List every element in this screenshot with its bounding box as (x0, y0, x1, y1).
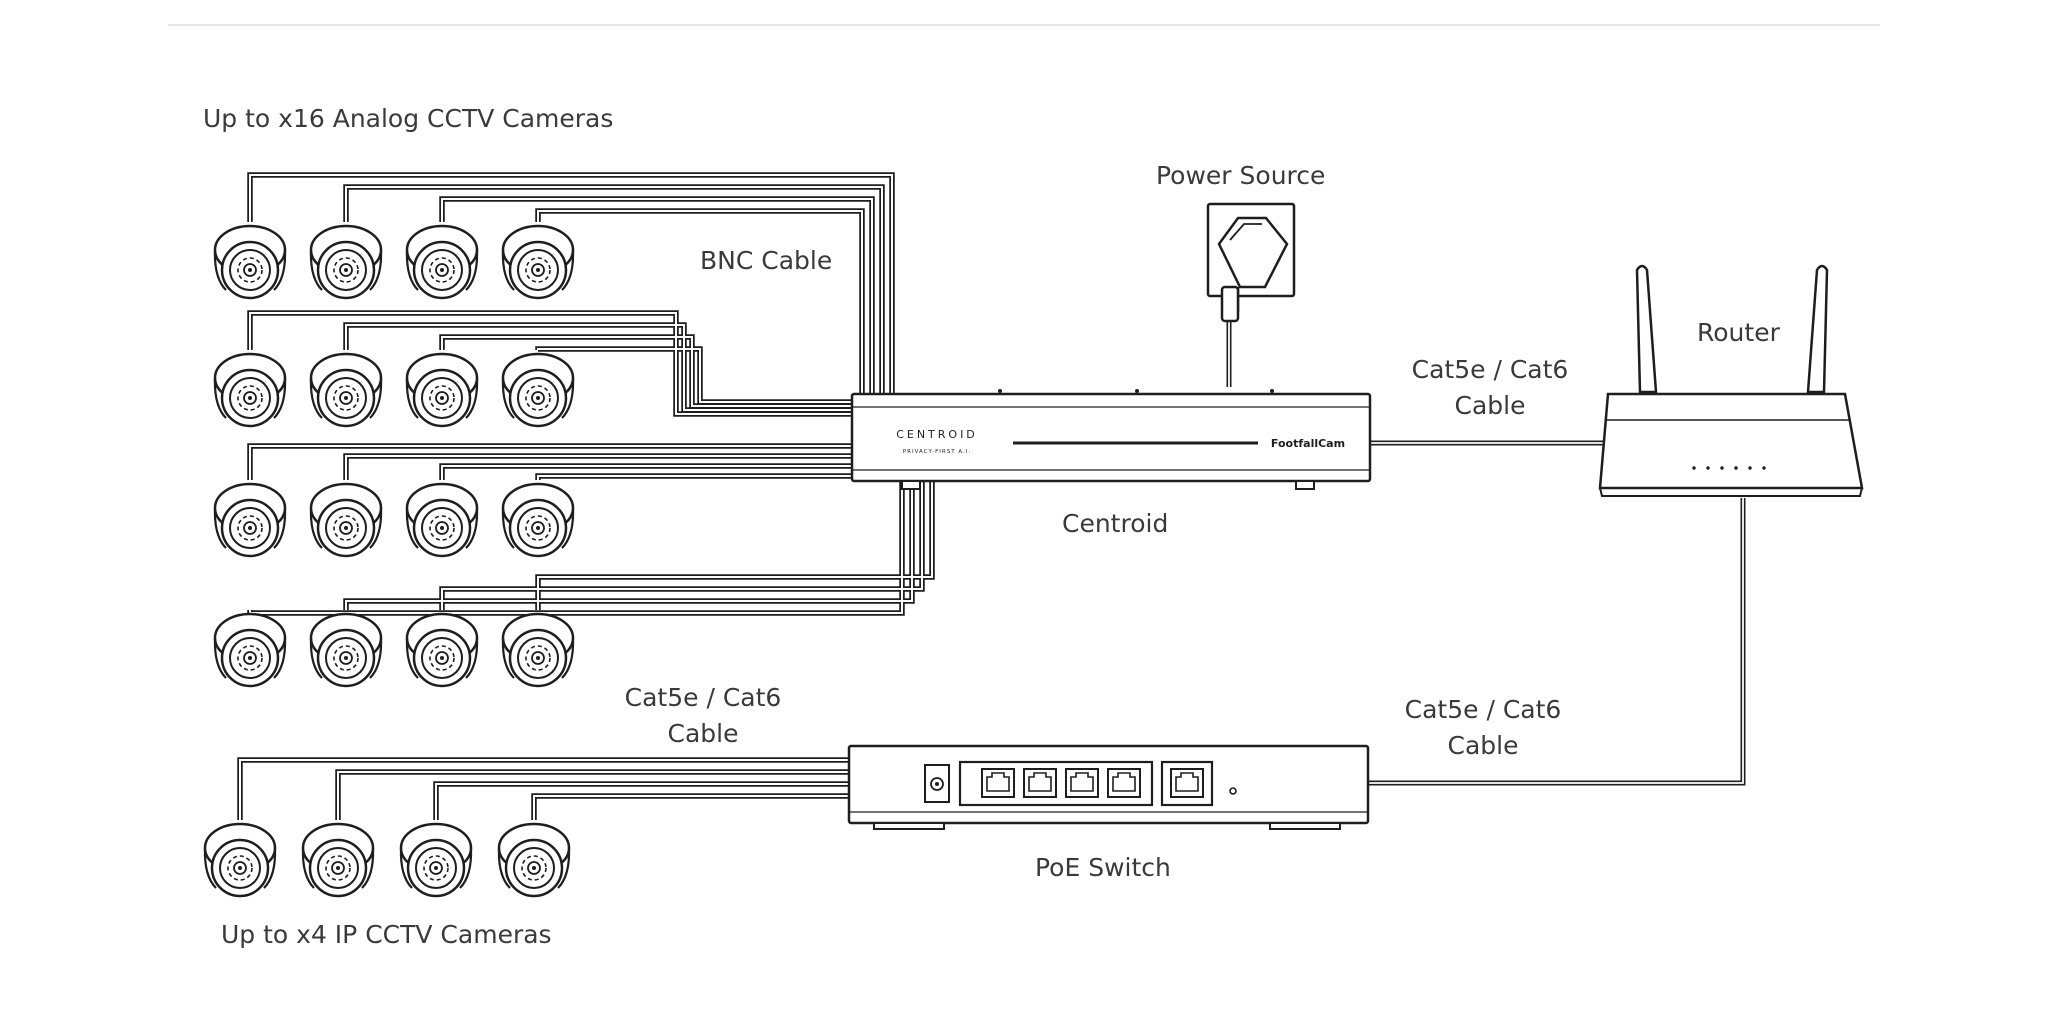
analog-camera (501, 352, 575, 428)
label-cable-top-line2: Cable (1454, 391, 1526, 420)
label-poe-switch: PoE Switch (1035, 853, 1171, 882)
analog-camera (309, 224, 383, 300)
analog-camera (405, 224, 479, 300)
analog-camera (501, 612, 575, 688)
analog-camera (309, 612, 383, 688)
label-cable-right-line2: Cable (1447, 731, 1519, 760)
centroid-tagline: PRIVACY-FIRST A.I. (903, 449, 971, 455)
centroid-brand: FootfallCam (1271, 437, 1345, 450)
centroid-name: CENTROID (896, 428, 978, 441)
analog-camera (501, 224, 575, 300)
uplink-port-icon (1170, 768, 1204, 798)
centroid-device: CENTROID PRIVACY-FIRST A.I. FootfallCam (850, 389, 1372, 490)
analog-camera (309, 482, 383, 558)
ip-camera (497, 822, 571, 898)
ethernet-port-icon (1065, 768, 1099, 798)
label-router: Router (1697, 318, 1780, 347)
ethernet-port-icon (981, 768, 1015, 798)
ip-camera (399, 822, 473, 898)
label-ip-cameras: Up to x4 IP CCTV Cameras (221, 920, 552, 949)
label-cable-left-line1: Cat5e / Cat6 (624, 683, 782, 712)
ethernet-port-icon (1023, 768, 1057, 798)
ethernet-port-icon (1107, 768, 1141, 798)
router-device (1598, 264, 1864, 497)
label-analog-cameras: Up to x16 Analog CCTV Cameras (203, 104, 614, 133)
analog-camera (405, 352, 479, 428)
analog-camera (405, 612, 479, 688)
network-cables (1226, 318, 1746, 786)
analog-camera (405, 482, 479, 558)
ip-camera (301, 822, 375, 898)
label-power-source: Power Source (1156, 161, 1326, 190)
label-cable-right: Cat5e / Cat6 Cable (1383, 692, 1583, 764)
ip-cable-bundle (237, 757, 850, 820)
analog-camera (213, 482, 287, 558)
analog-camera (501, 482, 575, 558)
status-led-icon (1229, 787, 1237, 795)
analog-camera (213, 612, 287, 688)
label-bnc-cable: BNC Cable (700, 246, 833, 275)
label-cable-top-line1: Cat5e / Cat6 (1411, 355, 1569, 384)
power-source-icon (1206, 202, 1296, 323)
analog-camera (309, 352, 383, 428)
label-cable-right-line1: Cat5e / Cat6 (1404, 695, 1562, 724)
label-cable-left-line2: Cable (667, 719, 739, 748)
label-centroid: Centroid (1062, 509, 1169, 538)
label-cable-left: Cat5e / Cat6 Cable (603, 680, 803, 752)
ip-camera (203, 822, 277, 898)
poe-switch-device (847, 744, 1370, 830)
label-cable-top: Cat5e / Cat6 Cable (1390, 352, 1590, 424)
ip-camera-row (203, 822, 571, 898)
analog-camera (213, 352, 287, 428)
analog-camera (213, 224, 287, 300)
